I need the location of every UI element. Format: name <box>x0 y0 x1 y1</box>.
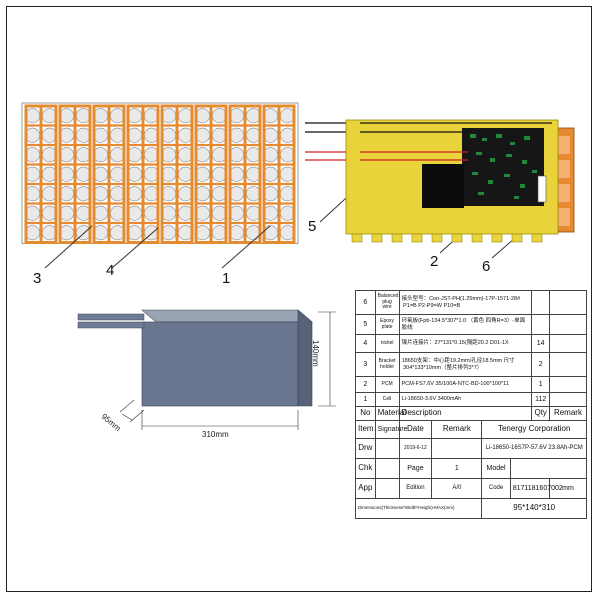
bom-description: 18650支架：中心距19.2mm/孔径18.5mm 尺寸 304*133*10… <box>398 352 533 377</box>
tb-drw: Drw <box>355 438 376 459</box>
pack-3d-drawing <box>77 309 336 430</box>
bom-remark <box>548 314 588 335</box>
bom-description: 环氧板(Fpb-134.5*307*1.0 （黄色 四角R=3）-单面胶线 <box>398 314 533 335</box>
bom-no: 1 <box>355 392 376 407</box>
callout-3: 3 <box>33 270 42 287</box>
bom-qty: 2 <box>531 352 550 377</box>
bom-material: PCM <box>374 376 400 393</box>
tb-edition-value: A/0 <box>431 478 483 499</box>
bom-qty: 112 <box>531 392 550 407</box>
bom-material: Cell <box>374 392 400 407</box>
tb-chk: Chk <box>355 458 376 479</box>
tb-model-value <box>509 458 588 479</box>
bom-no: 4 <box>355 334 376 353</box>
title-row-4: App Edition A/0 Code 8171181607002 mm <box>355 478 588 499</box>
bom-no: 2 <box>355 376 376 393</box>
tb-dimensions-value: 95*140*310 <box>481 498 587 519</box>
tb-chk-signature <box>374 458 400 479</box>
callout-5: 5 <box>308 218 317 235</box>
header-remark: Remark <box>548 406 588 421</box>
tb-edition-label: Edition <box>398 478 433 499</box>
tb-drw-signature <box>374 438 400 459</box>
bom-remark <box>548 334 588 353</box>
header-description: Description <box>398 406 533 421</box>
tb-drw-remark <box>431 438 483 459</box>
bom-remark <box>548 290 588 315</box>
bom-qty: 1 <box>531 376 550 393</box>
bom-qty <box>531 314 550 335</box>
bom-material: Epoxy plate <box>374 314 400 335</box>
tb-company: Tenergy Corporation <box>481 420 587 439</box>
tb-product: Li-18650-16S7P-57.6V 23.8Ah-PCM <box>481 438 587 459</box>
title-row-3: Chk Page 1 Model <box>355 458 588 479</box>
bom-remark <box>548 352 588 377</box>
bom-no: 5 <box>355 314 376 335</box>
bom-material: nickel <box>374 334 400 353</box>
cell-array-drawing <box>21 102 299 244</box>
tb-code-value: 8171181607002 <box>509 478 563 499</box>
bom-description: PCM-FS7.6V 35/100A-NTC-BD-100*100*11 <box>398 376 533 393</box>
tb-remark: Remark <box>431 420 483 439</box>
bom-remark <box>548 376 588 393</box>
header-qty: Qty <box>531 406 550 421</box>
tb-page-label: Page <box>398 458 433 479</box>
callout-2: 2 <box>430 253 439 270</box>
tb-model-label: Model <box>481 458 511 479</box>
callout-1: 1 <box>222 270 231 287</box>
width-dimension: 310mm <box>202 430 229 439</box>
callout-6: 6 <box>482 258 491 275</box>
bom-remark <box>548 392 588 407</box>
title-row-1: Item Signature Date Remark Tenergy Corpo… <box>355 420 587 439</box>
bom-description: 镍片连接片：27*131*0.15(隔距20.2 D01-1X <box>398 334 533 353</box>
tb-page-value: 1 <box>431 458 483 479</box>
tb-item: Item <box>355 420 376 439</box>
bom-qty: 14 <box>531 334 550 353</box>
epoxy-pcm-drawing <box>305 119 575 243</box>
bom-qty <box>531 290 550 315</box>
bom-description: 接头型号：Con-JST-PH(1.25mm)-17P-1571-28# P1=… <box>398 290 533 315</box>
title-row-2: Drw 2019-6-12 Li-18650-16S7P-57.6V 23.8A… <box>355 438 587 459</box>
bom-no: 3 <box>355 352 376 377</box>
header-no: No <box>355 406 376 421</box>
bom-header-row: No Material Description Qty Remark <box>355 406 588 421</box>
height-dimension: 140mm <box>311 340 320 367</box>
bom-material: Balanced plug wire <box>374 290 400 315</box>
callout-4: 4 <box>106 262 115 279</box>
bom-no: 6 <box>355 290 376 315</box>
tb-app: App <box>355 478 376 499</box>
title-row-5: Dimensions(Thickness*Width*Height)-MAX(m… <box>354 498 587 519</box>
tb-dimensions-label: Dimensions(Thickness*Width*Height)-MAX(m… <box>354 498 483 519</box>
tb-signature: Signature <box>374 420 408 439</box>
bom-description: Li-18650-3.6V 3400mAh <box>398 392 533 407</box>
tb-app-signature <box>374 478 400 499</box>
bom-material: Bracket holder <box>374 352 400 377</box>
drawing-frame <box>6 6 592 592</box>
tb-drw-date: 2019-6-12 <box>398 438 433 459</box>
tb-code-label: Code <box>481 478 511 499</box>
header-material: Material <box>374 406 406 421</box>
